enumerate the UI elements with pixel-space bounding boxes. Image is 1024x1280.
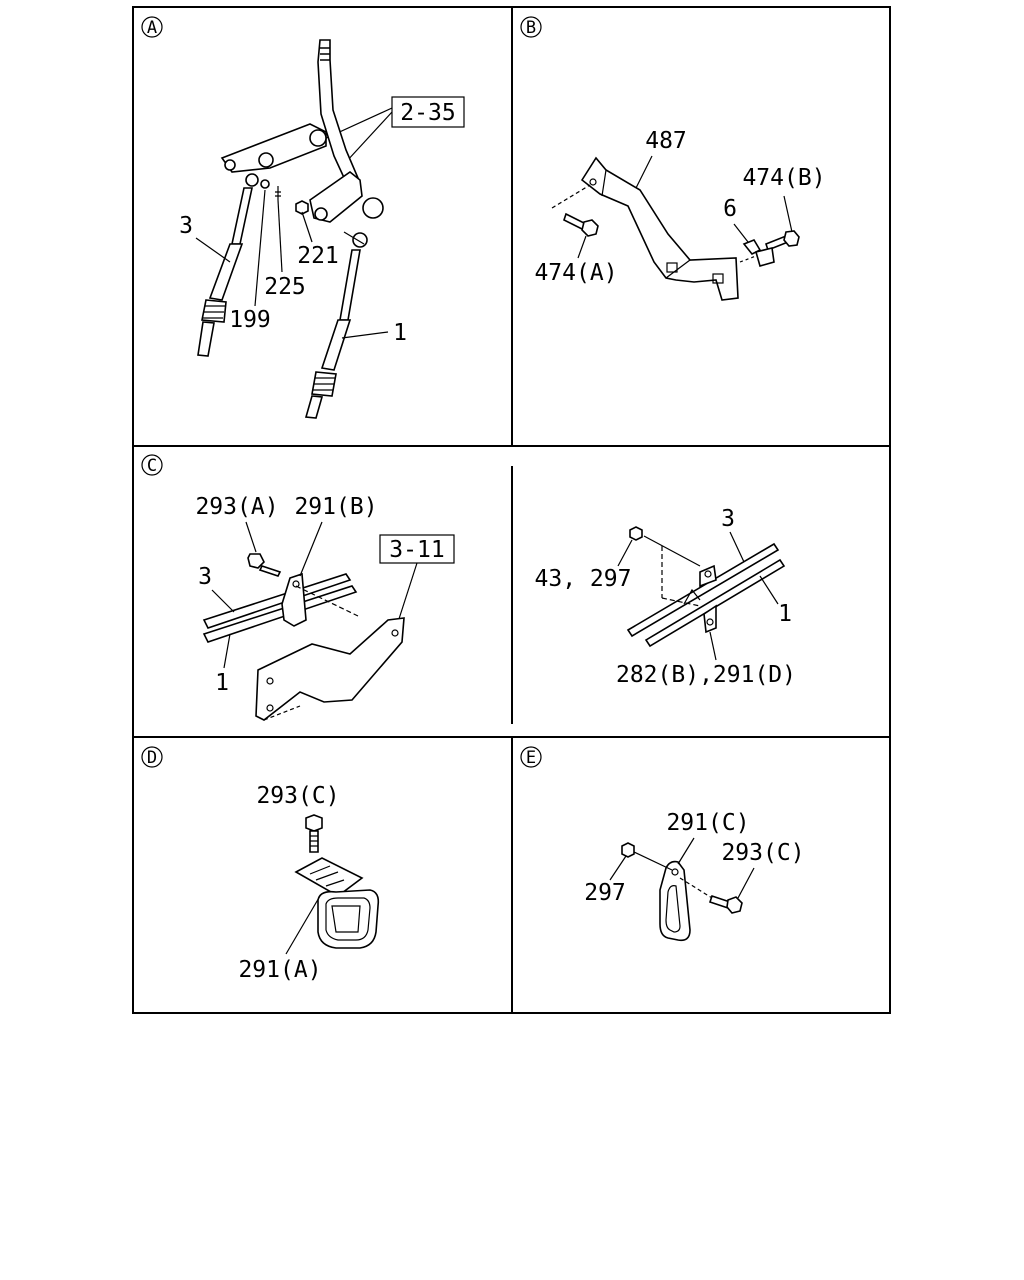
panel-b-marker <box>520 16 542 38</box>
label-a-3: 3 <box>179 213 193 239</box>
panel-c-letter: C <box>147 456 157 476</box>
label-c-3: 3 <box>198 564 212 590</box>
bushing <box>245 173 259 187</box>
label-a-1: 1 <box>393 320 407 346</box>
bracket-487 <box>580 156 739 301</box>
panel-a-marker <box>141 16 163 38</box>
bolt-293c-d <box>305 814 323 853</box>
panel-d: D 293(C) 291(A) <box>141 746 380 983</box>
washer-199 <box>260 179 270 189</box>
label-a-225: 225 <box>264 274 306 300</box>
select-arm <box>220 123 327 173</box>
label-c-right-43-297: 43, 297 <box>535 566 632 592</box>
clamp-291b <box>281 572 307 627</box>
label-c-right-1: 1 <box>778 601 792 627</box>
ref-label-2-35: 2-35 <box>400 100 455 126</box>
nut-43-297 <box>629 526 643 541</box>
nut-221 <box>295 200 309 215</box>
clip-291a <box>294 857 380 949</box>
cable-1 <box>304 231 368 419</box>
label-b-487: 487 <box>645 128 687 154</box>
label-a-199: 199 <box>229 307 271 333</box>
label-a-221: 221 <box>297 243 339 269</box>
bolt-293a <box>258 565 282 577</box>
cotter-pin-225 <box>275 186 281 200</box>
pipe-assembly-right <box>626 526 786 648</box>
label-e-291c: 291(C) <box>666 810 749 836</box>
label-e-293c: 293(C) <box>721 840 804 866</box>
bracket-3-11 <box>255 617 405 721</box>
panel-b-letter: B <box>526 18 536 38</box>
clip-6 <box>742 239 762 256</box>
panel-a-letter: A <box>147 18 157 38</box>
label-b-474a: 474(A) <box>534 260 617 286</box>
panel-e-marker <box>520 746 542 768</box>
label-c-right-282b-291d: 282(B),291(D) <box>616 662 796 688</box>
shift-lever <box>309 39 384 223</box>
panel-a: A 2-35 <box>141 16 465 419</box>
panel-d-letter: D <box>147 748 157 768</box>
label-c-right-3: 3 <box>721 506 735 532</box>
label-b-474b: 474(B) <box>742 165 825 191</box>
clip-291c <box>659 860 691 942</box>
panel-grid <box>132 6 891 1014</box>
label-d-291a: 291(A) <box>238 957 321 983</box>
label-c-1: 1 <box>215 670 229 696</box>
panel-e: E 291(C) 293(C) 297 <box>520 746 805 942</box>
label-c-293a: 293(A) <box>195 494 278 520</box>
label-e-297: 297 <box>584 880 626 906</box>
label-b-6: 6 <box>723 196 737 222</box>
panel-e-letter: E <box>526 748 536 768</box>
label-d-293c: 293(C) <box>256 783 339 809</box>
panel-d-marker <box>141 746 163 768</box>
panel-b: B 487 474(B) 6 474(A) <box>520 16 826 301</box>
cable-3 <box>197 187 253 357</box>
panel-c: C 3-11 293(A) 291(B) 3 1 <box>141 454 796 721</box>
panel-c-marker <box>141 454 163 476</box>
label-c-291b: 291(B) <box>294 494 377 520</box>
nut-297 <box>621 842 635 858</box>
ref-label-3-11: 3-11 <box>389 537 444 563</box>
